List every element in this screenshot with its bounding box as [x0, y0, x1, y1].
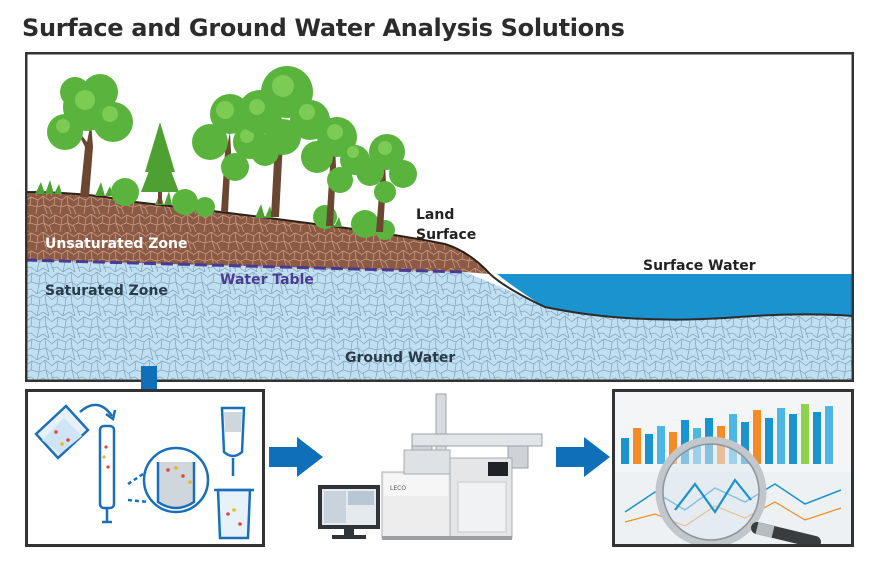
saturated-zone-texture	[25, 260, 854, 382]
sample-prep-icon	[34, 403, 254, 540]
ground-water-label: Ground Water	[345, 350, 455, 366]
water-bed-line	[489, 273, 854, 321]
groundwater-cross-section: Land Surface Unsaturated Zone Saturated …	[25, 52, 854, 382]
instrument-logo: LECO	[390, 485, 406, 492]
unsaturated-zone-label: Unsaturated Zone	[45, 236, 187, 252]
data-analysis-icon	[615, 392, 851, 544]
flow-arrow-icon-2	[556, 437, 610, 477]
surface-water-body	[497, 274, 854, 320]
land-surface-line	[25, 191, 491, 275]
land-surface-label-2: Surface	[416, 227, 476, 243]
instrument-icon: LECO	[318, 393, 543, 540]
saturated-zone-label: Saturated Zone	[45, 283, 168, 299]
surface-water-label: Surface Water	[643, 258, 756, 274]
water-table-label: Water Table	[220, 272, 314, 288]
land-surface-label-1: Land	[416, 207, 454, 223]
scene-border	[25, 52, 854, 382]
data-analysis-panel	[612, 389, 854, 547]
flow-arrow-icon	[269, 437, 323, 477]
water-table-line	[25, 258, 466, 274]
forest	[35, 66, 417, 240]
page-title: Surface and Ground Water Analysis Soluti…	[22, 14, 625, 42]
sample-prep-panel	[25, 389, 265, 547]
unsaturated-zone-texture	[25, 192, 490, 274]
